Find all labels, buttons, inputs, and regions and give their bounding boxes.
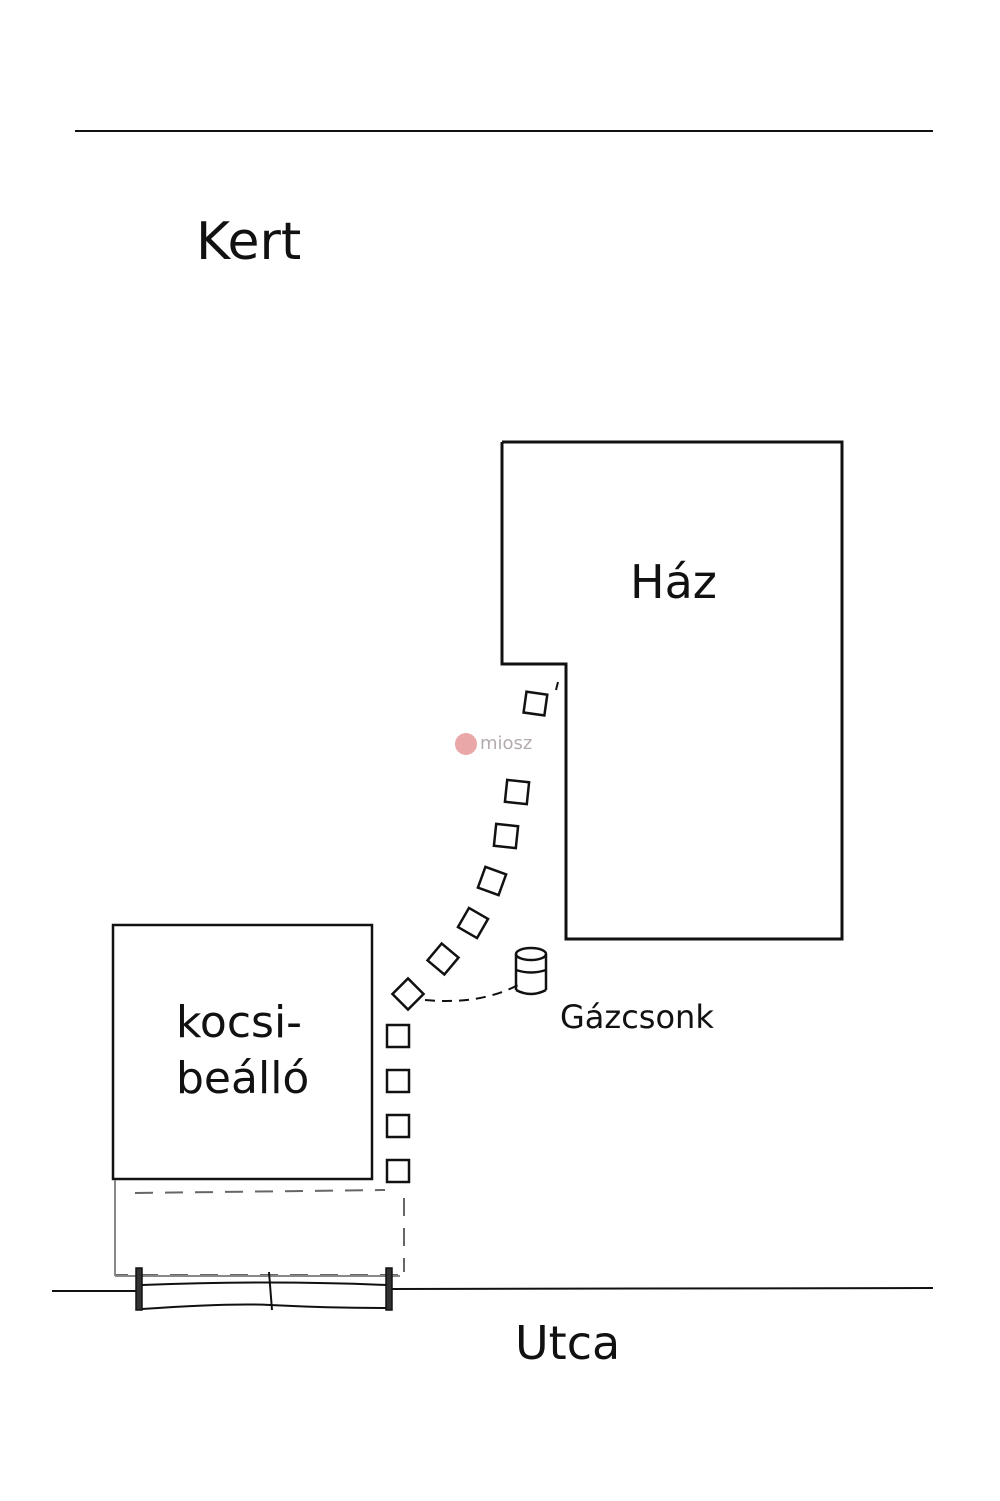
watermark: miosz — [455, 733, 532, 755]
gate-icon — [135, 1267, 393, 1311]
watermark-text: miosz — [480, 733, 533, 754]
house-label: Ház — [630, 555, 717, 609]
watermark-logo-icon — [455, 733, 477, 755]
driveway-dashed-area — [114, 1180, 405, 1276]
garden-label: Kert — [196, 212, 302, 272]
carport-label-line1: kocsi- — [176, 997, 303, 1048]
stepping-stones-path — [385, 681, 559, 1184]
gas-line-dashed — [424, 984, 519, 1002]
carport-label: kocsi- beálló — [176, 995, 309, 1107]
street-line-right — [391, 1287, 934, 1290]
carport-outline — [111, 923, 374, 1181]
street-label: Utca — [515, 1316, 621, 1370]
house-outline — [500, 440, 844, 941]
carport-label-line2: beálló — [176, 1053, 310, 1104]
gas-connection-label: Gázcsonk — [560, 998, 714, 1036]
gas-connection-icon — [514, 946, 548, 996]
